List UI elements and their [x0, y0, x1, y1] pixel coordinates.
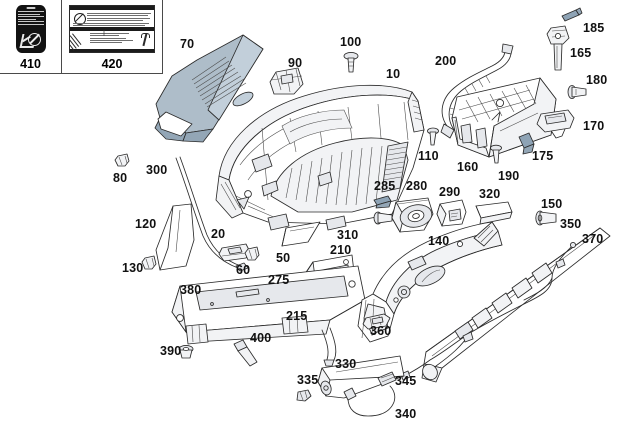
callout-320[interactable]: 320: [479, 187, 501, 201]
callout-80[interactable]: 80: [113, 171, 128, 185]
part-70-upper-cover: [154, 34, 264, 143]
callout-200[interactable]: 200: [435, 54, 457, 68]
part-60-clip: [244, 246, 260, 261]
part-130-clip: [141, 255, 157, 270]
part-345-connector: [377, 371, 397, 387]
information-label-icon: [62, 2, 162, 55]
part-200-air-duct-hose: [440, 43, 514, 139]
part-120-side-trim-panel: [155, 203, 195, 271]
part-285-clip: [373, 195, 392, 209]
part-360-clip: [362, 313, 391, 330]
part-185-screw: [561, 7, 583, 22]
callout-170[interactable]: 170: [583, 119, 605, 133]
part-90-retaining-clip: [269, 67, 304, 95]
legend-cell-420: 420: [62, 0, 162, 73]
legend-panel: 410: [0, 0, 163, 74]
part-370-wiring-harness: [400, 241, 577, 381]
callout-70[interactable]: 70: [180, 37, 195, 51]
callout-165[interactable]: 165: [570, 46, 592, 60]
part-170-glove-box-handle: [536, 109, 575, 139]
callout-345[interactable]: 345: [395, 374, 417, 388]
callout-400[interactable]: 400: [250, 331, 272, 345]
part-290-control-module: [436, 199, 467, 227]
callout-300[interactable]: 300: [146, 163, 168, 177]
part-150-bolt: [535, 210, 557, 226]
part-190-screw: [490, 144, 502, 164]
airbag-warning-label-icon: [0, 2, 61, 55]
part-10-instrument-panel-carrier: [215, 84, 425, 231]
part-20-bracket: [218, 243, 251, 262]
callout-210[interactable]: 210: [330, 243, 352, 257]
callout-120[interactable]: 120: [135, 217, 157, 231]
callout-175[interactable]: 175: [532, 149, 554, 163]
part-100-screw: [343, 51, 359, 73]
callout-340[interactable]: 340: [395, 407, 417, 421]
part-310-bolt: [373, 211, 393, 225]
part-330-trim-cover: [317, 355, 405, 399]
part-380-knee-airbag-module: [171, 265, 366, 367]
callout-330[interactable]: 330: [335, 357, 357, 371]
callout-185[interactable]: 185: [583, 21, 605, 35]
callout-285[interactable]: 285: [374, 179, 396, 193]
part-80-clip: [114, 153, 130, 167]
callout-20[interactable]: 20: [211, 227, 226, 241]
part-400-bolt: [233, 339, 258, 367]
callout-90[interactable]: 90: [288, 56, 303, 70]
callout-50[interactable]: 50: [276, 251, 291, 265]
part-175-screw: [518, 132, 535, 155]
callout-190[interactable]: 190: [498, 169, 520, 183]
part-335-clip: [296, 389, 312, 402]
part-50-cover-strip: [281, 221, 321, 247]
legend-number-410: 410: [20, 57, 41, 71]
callout-380[interactable]: 380: [180, 283, 202, 297]
part-165-glove-box-damper: [546, 25, 570, 71]
legend-number-420: 420: [101, 57, 123, 71]
callout-350[interactable]: 350: [560, 217, 582, 231]
callout-215[interactable]: 215: [286, 309, 308, 323]
part-390-nut: [178, 344, 194, 359]
part-340-cable: [343, 385, 396, 417]
legend-cell-410: 410: [0, 0, 62, 73]
callout-160[interactable]: 160: [457, 160, 479, 174]
callout-280[interactable]: 280: [406, 179, 428, 193]
callout-335[interactable]: 335: [297, 373, 319, 387]
callout-110[interactable]: 110: [418, 149, 439, 163]
callout-100[interactable]: 100: [340, 35, 362, 49]
callout-150[interactable]: 150: [541, 197, 563, 211]
callout-180[interactable]: 180: [586, 73, 608, 87]
part-180-bolt: [567, 85, 587, 99]
callout-60[interactable]: 60: [236, 263, 251, 277]
callout-140[interactable]: 140: [428, 234, 450, 248]
callout-390[interactable]: 390: [160, 344, 182, 358]
part-320-insulation-pad: [475, 201, 513, 225]
part-140-dashboard-trim: [357, 221, 503, 343]
callout-275[interactable]: 275: [268, 273, 290, 287]
callout-310[interactable]: 310: [337, 228, 359, 242]
callout-10[interactable]: 10: [386, 67, 401, 81]
callout-130[interactable]: 130: [122, 261, 144, 275]
part-280-loudspeaker: [391, 197, 434, 233]
callout-290[interactable]: 290: [439, 185, 461, 199]
callout-370[interactable]: 370: [582, 232, 604, 246]
part-110-bolt: [427, 127, 439, 146]
callout-360[interactable]: 360: [370, 324, 392, 338]
